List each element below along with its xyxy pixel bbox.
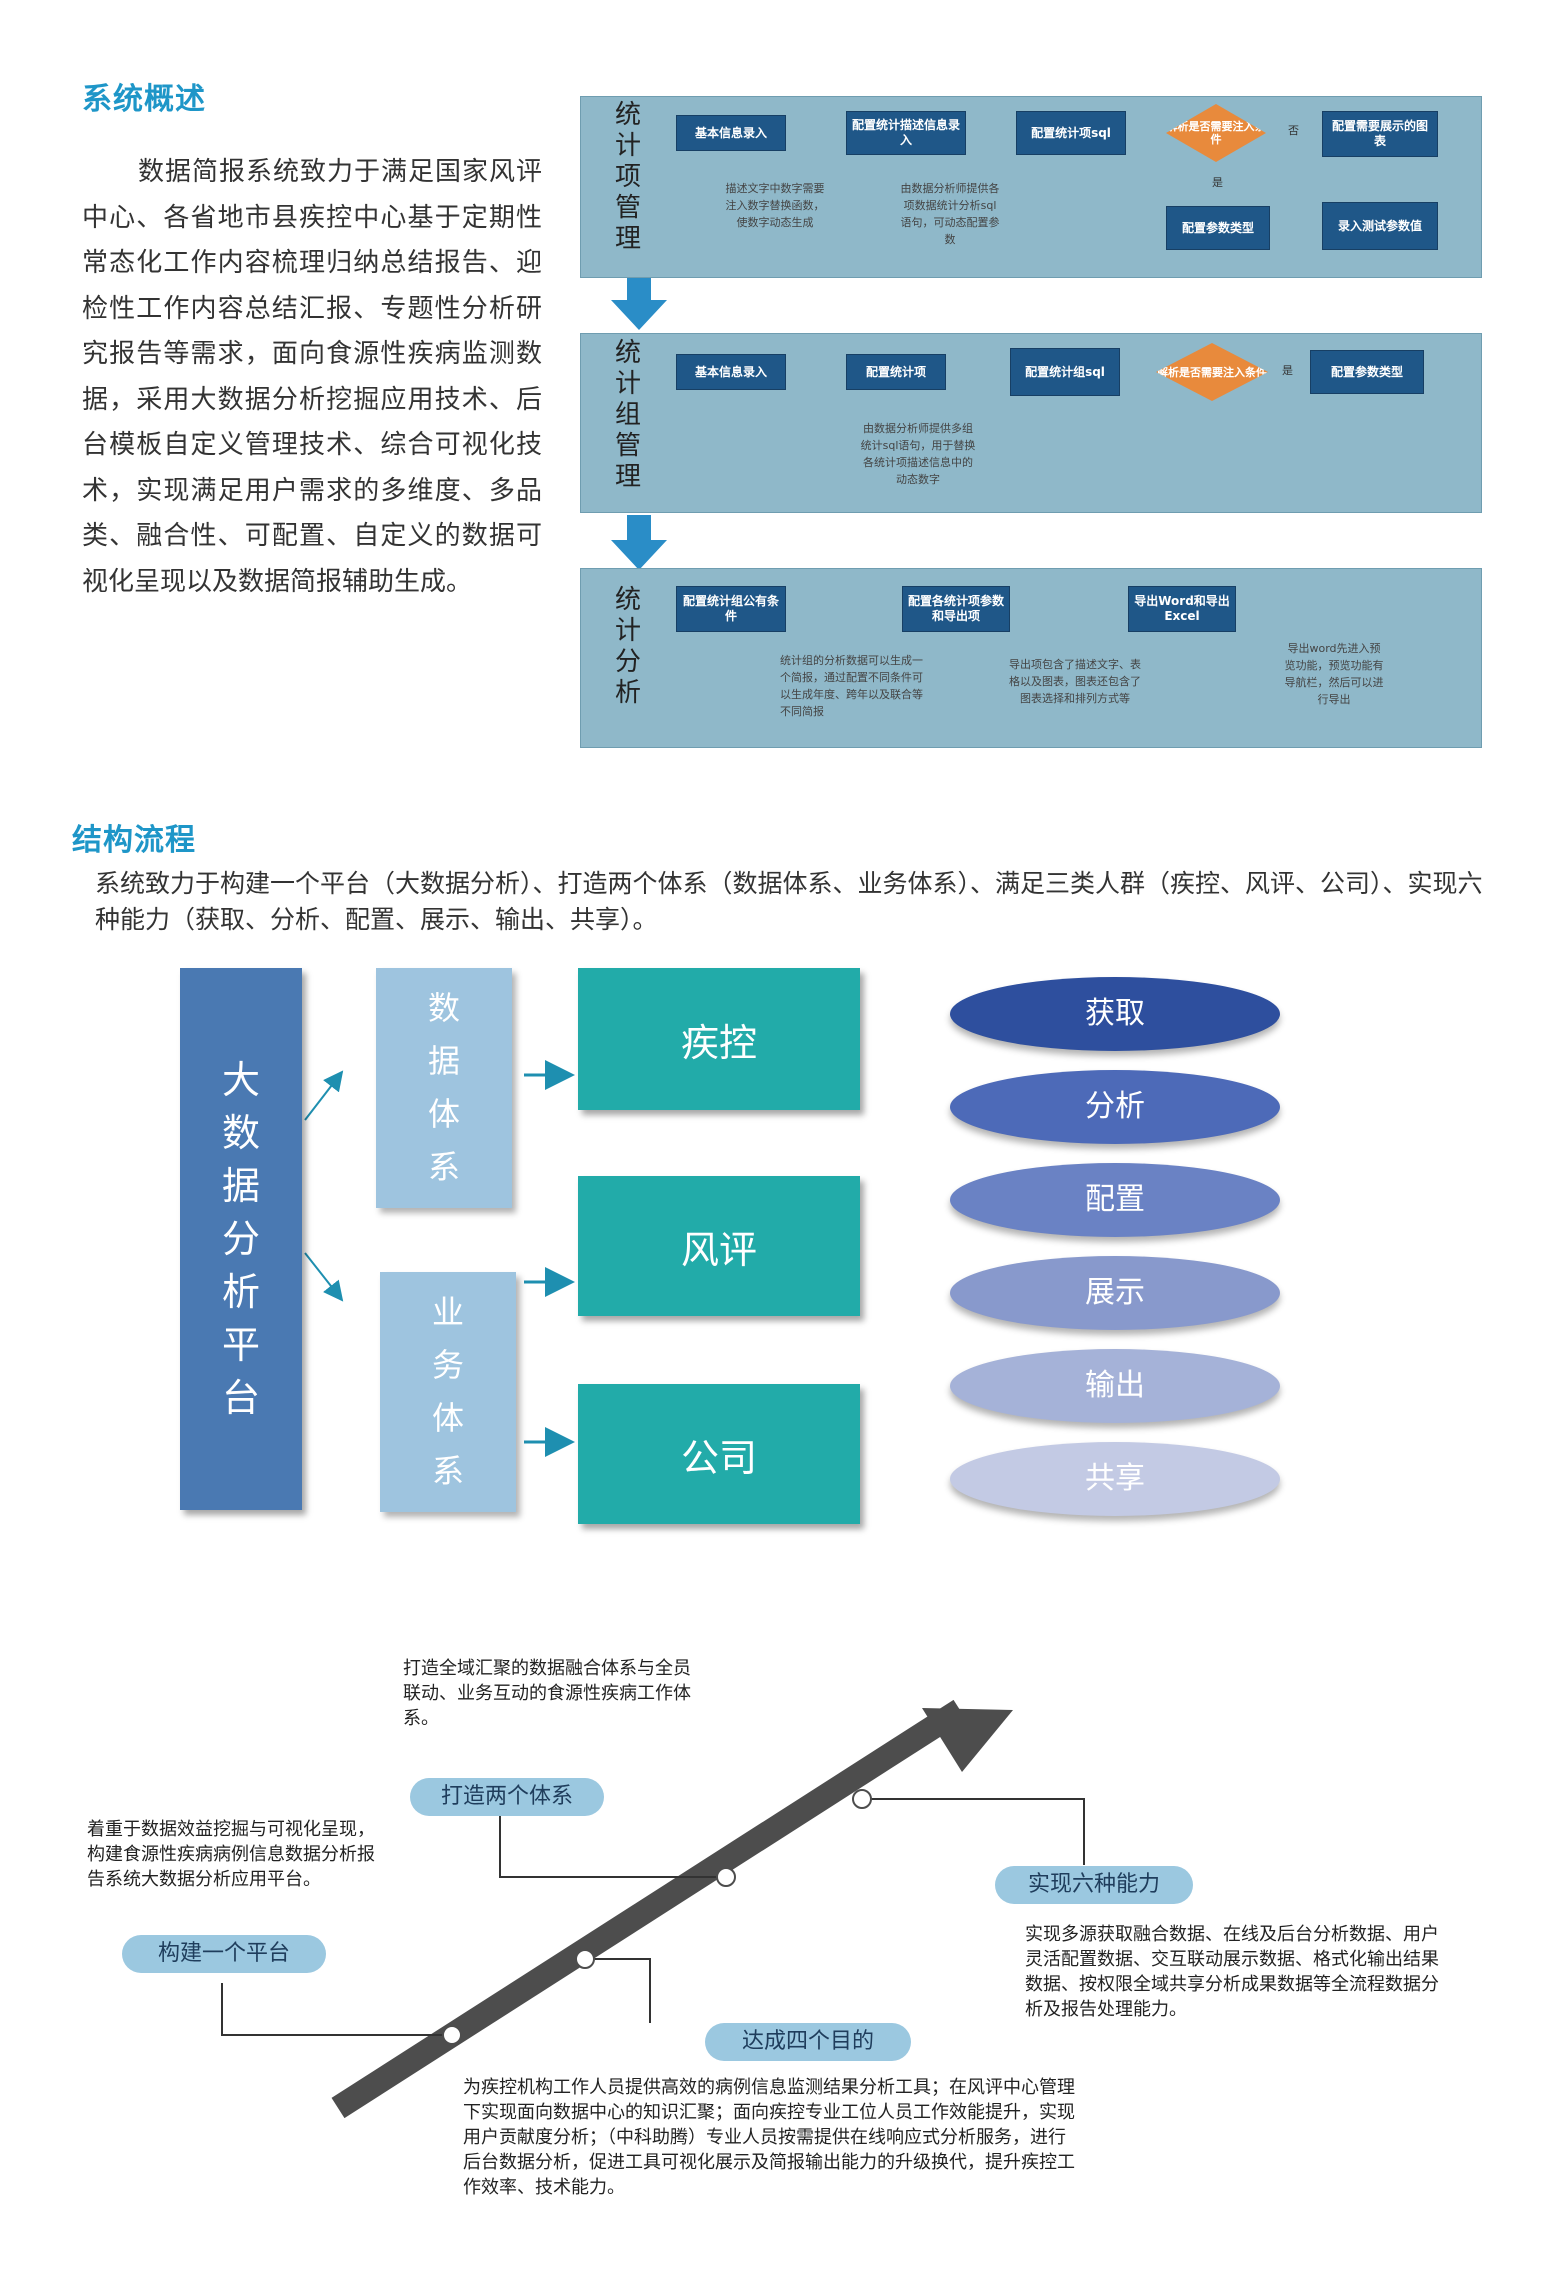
flow-step-common-condition: 配置统计组公有条件	[676, 586, 786, 632]
flow-step-export-items: 配置各统计项参数和导出项	[902, 586, 1010, 632]
flow-note-preview: 导出word先进入预览功能，预览功能有导航栏，然后可以进行导出	[1284, 642, 1384, 706]
flow-note-group-sql: 由数据分析师提供多组统计sql语句，用于替换各统计项描述信息中的动态数字	[860, 422, 976, 486]
ability-oval-acquire: 获取	[950, 977, 1280, 1051]
timeline-desc-platform: 着重于数据效益挖掘与可视化呈现，构建食源性疾病病例信息数据分析报告系统大数据分析…	[87, 1819, 375, 1890]
flow-label-no: 否	[1288, 124, 1299, 137]
structure-arrows	[304, 1060, 575, 1457]
flow-step-item-sql: 配置统计项sql	[1016, 111, 1126, 155]
timeline-desc-systems: 打造全域汇聚的数据融合体系与全员联动、业务互动的食源性疾病工作体系。	[403, 1658, 691, 1729]
timeline-pill-goals: 达成四个目的	[705, 2023, 911, 2061]
flow-note-describe: 描述文字中数字需要注入数字替换函数，使数字动态生成	[725, 182, 825, 229]
panel-label-analysis: 统计分析	[614, 585, 641, 708]
flow-step-export-word-excel: 导出Word和导出Excel	[1128, 586, 1236, 632]
system-label-business: 业务体系	[431, 1293, 464, 1490]
flow-label-yes: 是	[1212, 176, 1223, 189]
panel-label-item-management: 统计项管理	[614, 100, 641, 254]
structure-heading: 结构流程	[72, 823, 196, 858]
timeline-pill-platform: 构建一个平台	[122, 1935, 326, 1973]
flow-step-param-type: 配置参数类型	[1166, 206, 1270, 250]
group-box-risk-assessment: 风评	[578, 1176, 860, 1316]
group-box-cdc: 疾控	[578, 968, 860, 1110]
ability-oval-display: 展示	[950, 1256, 1280, 1330]
ability-oval-configure: 配置	[950, 1163, 1280, 1237]
overview-heading: 系统概述	[82, 82, 206, 117]
structure-text: 系统致力于构建一个平台（大数据分析）、打造两个体系（数据体系、业务体系）、满足三…	[95, 869, 1483, 934]
flow-label-group-yes: 是	[1282, 364, 1293, 377]
flow-step-chart: 配置需要展示的图表	[1322, 111, 1438, 157]
platform-box: 大数据分析平台	[180, 968, 302, 1510]
timeline-desc-goals: 为疾控机构工作人员提供高效的病例信息监测结果分析工具；在风评中心管理下实现面向数…	[463, 2077, 1075, 2198]
flow-step-group-basic-info: 基本信息录入	[676, 354, 786, 390]
ability-oval-analyze: 分析	[950, 1070, 1280, 1144]
overview-text: 数据简报系统致力于满足国家风评中心、各省地市县疾控中心基于定期性常态化工作内容梳…	[82, 157, 542, 597]
flow-note-export-content: 导出项包含了描述文字、表格以及图表，图表还包含了图表选择和排列方式等	[1009, 658, 1141, 705]
ability-oval-share: 共享	[950, 1442, 1280, 1516]
flow-step-group-param: 配置参数类型	[1310, 350, 1424, 394]
timeline-pill-systems: 打造两个体系	[410, 1778, 604, 1816]
timeline-pill-abilities: 实现六种能力	[995, 1866, 1193, 1904]
system-box-business: 业务体系	[380, 1272, 516, 1512]
panel-label-group-management: 统计组管理	[614, 338, 641, 492]
flow-step-describe-info: 配置统计描述信息录入	[846, 111, 966, 155]
platform-label: 大数据分析平台	[221, 1057, 260, 1420]
system-box-data: 数据体系	[376, 968, 512, 1208]
flow-step-config-item: 配置统计项	[846, 354, 946, 390]
timeline-desc-abilities: 实现多源获取融合数据、在线及后台分析数据、用户灵活配置数据、交互联动展示数据、格…	[1025, 1924, 1439, 2020]
ability-oval-output: 输出	[950, 1349, 1280, 1423]
flow-note-sql: 由数据分析师提供各项数据统计分析sql语句，可动态配置参数	[900, 182, 1000, 246]
timeline-graphic	[221, 1699, 1085, 2119]
flow-step-group-sql: 配置统计组sql	[1010, 348, 1120, 396]
flow-step-basic-info: 基本信息录入	[676, 115, 786, 151]
flow-step-test-params: 录入测试参数值	[1322, 202, 1438, 250]
flow-note-brief: 统计组的分析数据可以生成一个简报，通过配置不同条件可以生成年度、跨年以及联合等不…	[780, 654, 923, 718]
system-label-data: 数据体系	[427, 989, 460, 1186]
group-box-company: 公司	[578, 1384, 860, 1524]
